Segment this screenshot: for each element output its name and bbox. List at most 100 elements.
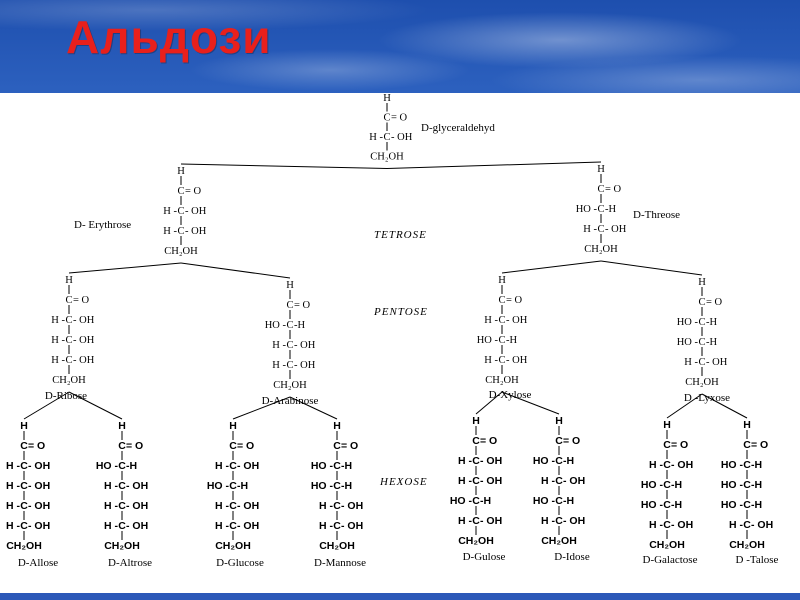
- carbon-atom: C: [743, 459, 751, 471]
- molecule-name: D -Lyxose: [684, 392, 730, 404]
- right-substituent: -H: [605, 204, 616, 215]
- left-substituent: H -: [215, 500, 230, 512]
- right-substituent: - OH: [480, 475, 502, 487]
- left-substituent: HO -: [311, 460, 334, 472]
- aldehyde-hydrogen: H: [333, 420, 341, 432]
- left-substituent: H -: [541, 515, 556, 527]
- left-substituent: H -: [163, 226, 177, 237]
- structure-line: H - C - OH: [266, 360, 314, 371]
- structure-line: H - C - OH: [534, 515, 584, 527]
- molecule-name: D-Altrose: [108, 557, 152, 569]
- right-substituent: - OH: [671, 519, 693, 531]
- molecule-name: D-Allose: [18, 557, 58, 569]
- right-substituent: = O: [706, 297, 723, 308]
- carbon-atom: C: [20, 460, 28, 472]
- carbon-atom: C: [286, 300, 293, 311]
- carbon-atom: C: [286, 340, 293, 351]
- structure-line: H - C - OH: [534, 475, 584, 487]
- right-substituent: = O: [185, 186, 202, 197]
- carbon-atom: C: [663, 439, 671, 451]
- right-substituent: -H: [706, 337, 717, 348]
- right-substituent: - OH: [28, 520, 50, 532]
- molecule-name: D-Xylose: [489, 389, 532, 401]
- carbon-atom: C: [20, 440, 28, 452]
- right-substituent: - OH: [506, 315, 528, 326]
- carbon-atom: C: [333, 520, 341, 532]
- structure-line: CH₂OH: [649, 539, 685, 551]
- structure-line: CH₂OH: [319, 540, 355, 552]
- aldehyde-hydrogen: H: [743, 419, 751, 431]
- structure-line: CH₂OH: [541, 535, 577, 547]
- structure-line: C = O: [653, 439, 681, 451]
- structure-line: CH₂OH: [273, 380, 307, 391]
- connector-erythrose-arabinose: [180, 262, 291, 279]
- connector-xylose-gulose: [475, 391, 503, 415]
- structure-line: H - C - OH: [363, 132, 411, 143]
- right-substituent: = O: [126, 440, 143, 452]
- carbon-atom: C: [472, 495, 480, 507]
- carbon-atom: C: [118, 460, 126, 472]
- structure-line: HO - C -H: [724, 459, 771, 471]
- carbon-atom: C: [663, 519, 671, 531]
- structure-line: HO - C -H: [210, 480, 257, 492]
- structure-line: H - C - OH: [451, 475, 501, 487]
- carbon-atom: C: [597, 204, 604, 215]
- left-substituent: H -: [458, 475, 473, 487]
- right-substituent: - OH: [294, 360, 316, 371]
- structure-line: HO - C -H: [453, 495, 500, 507]
- carbon-atom: C: [698, 337, 705, 348]
- structure-line: H - C - OH: [45, 335, 93, 346]
- structure-line: C = O: [219, 440, 247, 452]
- left-substituent: H -: [6, 500, 21, 512]
- left-substituent: H -: [163, 206, 177, 217]
- carbon-atom: C: [555, 495, 563, 507]
- left-substituent: H -: [215, 460, 230, 472]
- left-substituent: H -: [729, 519, 744, 531]
- structure-line: H - C - OH: [97, 520, 147, 532]
- carbon-atom: C: [555, 435, 563, 447]
- right-substituent: -H: [751, 459, 762, 471]
- carbon-atom: C: [229, 480, 237, 492]
- structure-line: H - C - OH: [478, 355, 526, 366]
- carbon-atom: C: [20, 520, 28, 532]
- left-substituent: H -: [272, 360, 286, 371]
- right-substituent: = O: [294, 300, 311, 311]
- carbon-atom: C: [597, 224, 604, 235]
- structure-line: C = O: [374, 113, 400, 124]
- molecule-glyceraldehyde: HC = OC = OCH - - OHH - C - OHCH₂OHD-gly…: [363, 93, 495, 163]
- left-substituent: H -: [51, 355, 65, 366]
- structure-line: CH₂OH: [52, 375, 86, 386]
- structure-line: H - C - OH: [157, 226, 205, 237]
- structure-line: C = O: [277, 300, 303, 311]
- carbon-atom: C: [472, 455, 480, 467]
- left-substituent: HO -: [641, 479, 664, 491]
- carbon-atom: C: [118, 480, 126, 492]
- structure-line: H - C - OH: [157, 206, 205, 217]
- structure-line: C = O: [588, 184, 614, 195]
- left-substituent: H -: [458, 455, 473, 467]
- structure-line: C = O: [689, 297, 715, 308]
- carbon-atom: C: [698, 297, 705, 308]
- right-substituent: = O: [73, 295, 90, 306]
- right-substituent: - OH: [341, 520, 363, 532]
- molecule-name: D-Glucose: [216, 557, 264, 569]
- connector-arabinose-glucose: [232, 396, 291, 420]
- structure-line: C = O: [168, 186, 194, 197]
- carbon-atom: C: [286, 320, 293, 331]
- carbon-atom: C: [229, 500, 237, 512]
- right-substituent: = O: [480, 435, 497, 447]
- right-substituent: -H: [506, 335, 517, 346]
- right-substituent: - OH: [480, 515, 502, 527]
- left-substituent: H -: [6, 480, 21, 492]
- right-substituent: - OH: [73, 355, 95, 366]
- carbon-atom: C: [229, 520, 237, 532]
- right-substituent: -H: [341, 480, 352, 492]
- carbon-atom: C: [597, 184, 604, 195]
- structure-line: H - C - OH: [0, 520, 49, 532]
